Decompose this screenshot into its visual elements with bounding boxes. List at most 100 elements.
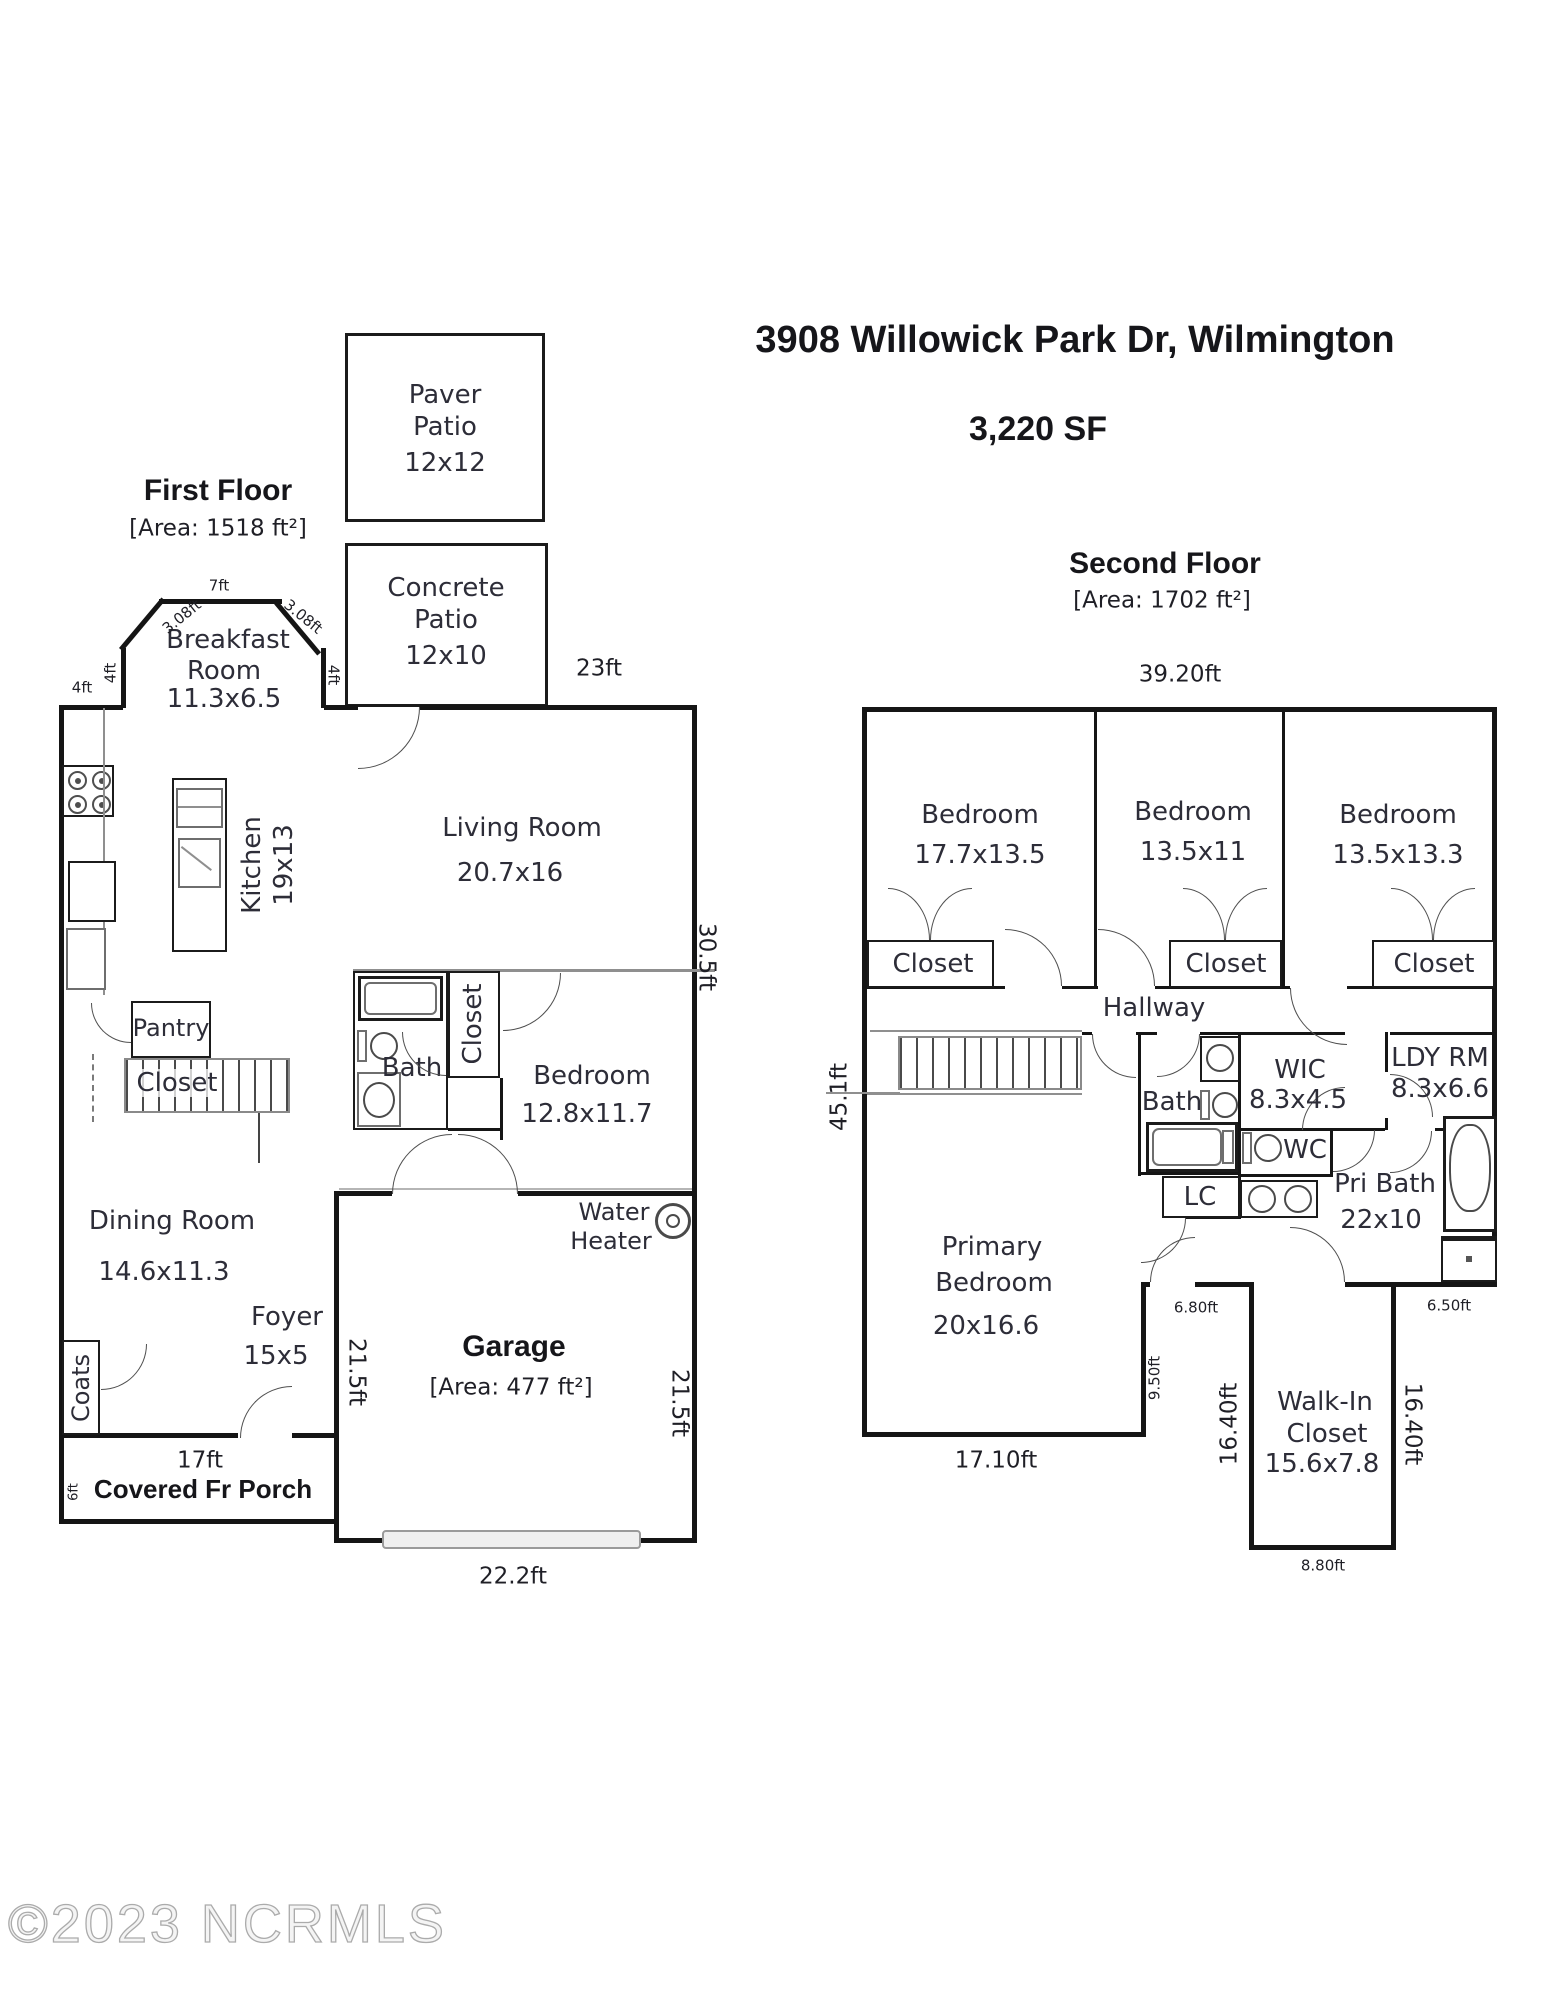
closet2-door-arc-left bbox=[1183, 888, 1225, 940]
dim2-notch-h: 9.50ft bbox=[1145, 1355, 1164, 1401]
foyer-dims: 15x5 bbox=[243, 1341, 309, 1371]
closet3-label: Closet bbox=[1393, 949, 1475, 979]
bedroom1-dims: 17.7x13.5 bbox=[914, 840, 1046, 870]
burner-icon bbox=[68, 771, 87, 790]
dim-extent-line-30-5 bbox=[353, 969, 715, 972]
wall-top-b bbox=[324, 705, 358, 710]
bath2-label: Bath bbox=[1141, 1087, 1203, 1117]
wic-dims: 8.3x4.5 bbox=[1248, 1085, 1348, 1115]
wall2-pri-top-b bbox=[1435, 1128, 1445, 1131]
wall2-notch-right bbox=[1141, 1282, 1146, 1437]
bath2-toilet-icon bbox=[1212, 1092, 1238, 1118]
wall2-bath-left bbox=[1138, 1032, 1141, 1176]
concrete-patio-label2: Patio bbox=[414, 605, 478, 635]
door-arc-bedroom bbox=[503, 973, 561, 1031]
ldy-dims: 8.3x6.6 bbox=[1390, 1074, 1490, 1104]
concrete-patio-label: Concrete bbox=[387, 573, 505, 603]
primary-label2: Bedroom bbox=[935, 1268, 1053, 1298]
dim2-notch-w: 6.80ft bbox=[1173, 1298, 1219, 1317]
total-sf: 3,220 SF bbox=[969, 410, 1107, 448]
paver-patio-dims: 12x12 bbox=[404, 448, 486, 478]
door-arc-wc bbox=[1333, 1130, 1375, 1172]
dim2-right-seg: 6.50ft bbox=[1426, 1296, 1472, 1315]
wall2-hallb-a bbox=[1082, 1032, 1092, 1035]
wall2-notch-a bbox=[1141, 1282, 1150, 1287]
bath2-sink-icon bbox=[1206, 1044, 1234, 1072]
wall2-notch-b bbox=[1195, 1282, 1254, 1287]
wall-bath-bedroom bbox=[448, 1128, 503, 1131]
door-arc-walkin bbox=[1290, 1227, 1345, 1282]
bath2-tub-faucet bbox=[1222, 1130, 1234, 1164]
bedroom-label: Bedroom bbox=[533, 1061, 651, 1091]
living-room-dims: 20.7x16 bbox=[456, 858, 564, 888]
wic-label: WIC bbox=[1274, 1055, 1326, 1085]
wall2-right bbox=[1492, 707, 1497, 1287]
bedroom-closet-outline bbox=[448, 971, 500, 1078]
island-sink bbox=[176, 788, 223, 828]
door-arc-patio bbox=[358, 707, 420, 769]
wall-left bbox=[59, 705, 64, 1524]
dim2-wic-bottom: 8.80ft bbox=[1300, 1556, 1346, 1575]
porch-top-dim: 17ft bbox=[177, 1447, 223, 1474]
door-arc-bedroom3 bbox=[1290, 988, 1347, 1045]
dim2-top: 39.20ft bbox=[1138, 661, 1222, 688]
bath2-tub-inner bbox=[1152, 1128, 1222, 1166]
pantry-label: Pantry bbox=[132, 1014, 210, 1042]
concrete-patio-outline bbox=[345, 543, 548, 707]
wall2-walkin-top-b bbox=[1345, 1282, 1396, 1287]
wall-bay-right bbox=[321, 648, 326, 708]
bedroom2-label: Bedroom bbox=[1134, 797, 1252, 827]
wall2-top bbox=[862, 707, 1497, 712]
wall-garage-top-a bbox=[334, 1191, 392, 1196]
kitchen-counter-line bbox=[103, 708, 105, 995]
bathtub-inner bbox=[364, 982, 437, 1015]
closet3-door-arc-left bbox=[1391, 888, 1433, 940]
stairs2-rail-bottom bbox=[867, 1093, 1082, 1095]
wall-garage-left bbox=[334, 1194, 339, 1543]
wall-bay-left bbox=[121, 648, 126, 708]
dim-bay-left-v: 4ft bbox=[101, 662, 120, 684]
garage-label: Garage bbox=[462, 1330, 566, 1363]
dim2-bottom: 17.10ft bbox=[954, 1447, 1038, 1474]
dining-room-dims: 14.6x11.3 bbox=[98, 1257, 230, 1287]
closet3-outline bbox=[1372, 940, 1495, 988]
second-floor-heading: Second Floor bbox=[1069, 547, 1261, 580]
wall2-walkin-right bbox=[1391, 1282, 1396, 1550]
paver-patio-label: Paver bbox=[408, 380, 482, 410]
wall2-walkin-bottom bbox=[1249, 1545, 1396, 1550]
bedroom-dims: 12.8x11.7 bbox=[521, 1099, 653, 1129]
walkin-label2: Closet bbox=[1286, 1419, 1368, 1449]
pantry-outline bbox=[131, 1001, 211, 1058]
door-arc-coats bbox=[101, 1344, 147, 1390]
island-dishwasher bbox=[178, 838, 221, 888]
dim-bay-top: 7ft bbox=[208, 576, 230, 595]
wall2-primary-bottom bbox=[862, 1432, 1146, 1437]
dim-30-5ft: 30.5ft bbox=[693, 923, 720, 991]
wc-toilet-tank bbox=[1242, 1132, 1252, 1164]
coats-label: Coats bbox=[67, 1353, 95, 1423]
bedroom2-dims: 13.5x11 bbox=[1139, 837, 1247, 867]
stairs-second-floor bbox=[898, 1036, 1082, 1090]
wall2-hall-b bbox=[1062, 986, 1098, 989]
closet2-door-arc-right bbox=[1225, 888, 1267, 940]
primary-label1: Primary bbox=[941, 1232, 1043, 1262]
dim-garage-left: 21.5ft bbox=[343, 1338, 370, 1406]
burner-icon bbox=[68, 795, 87, 814]
living-room-label: Living Room bbox=[442, 813, 602, 843]
door-arc-primary bbox=[1092, 1034, 1136, 1078]
kitchen-dims: 19x13 bbox=[269, 824, 299, 906]
hallway-label: Hallway bbox=[1102, 993, 1206, 1023]
garage-area: [Area: 477 ft²] bbox=[429, 1374, 593, 1401]
burner-icon bbox=[92, 771, 111, 790]
toilet-icon bbox=[370, 1032, 398, 1060]
wall-right bbox=[692, 705, 697, 1543]
bedroom-closet-label: Closet bbox=[458, 983, 488, 1065]
wall2-tub-bottom bbox=[1138, 1172, 1241, 1175]
dim-23ft: 23ft bbox=[576, 655, 622, 682]
sink-icon bbox=[363, 1082, 395, 1118]
door-arc-hall-right bbox=[458, 1134, 518, 1194]
water-heater-icon-inner bbox=[666, 1214, 680, 1228]
wall2-right-seg bbox=[1396, 1282, 1497, 1287]
fridge-icon bbox=[68, 861, 116, 922]
